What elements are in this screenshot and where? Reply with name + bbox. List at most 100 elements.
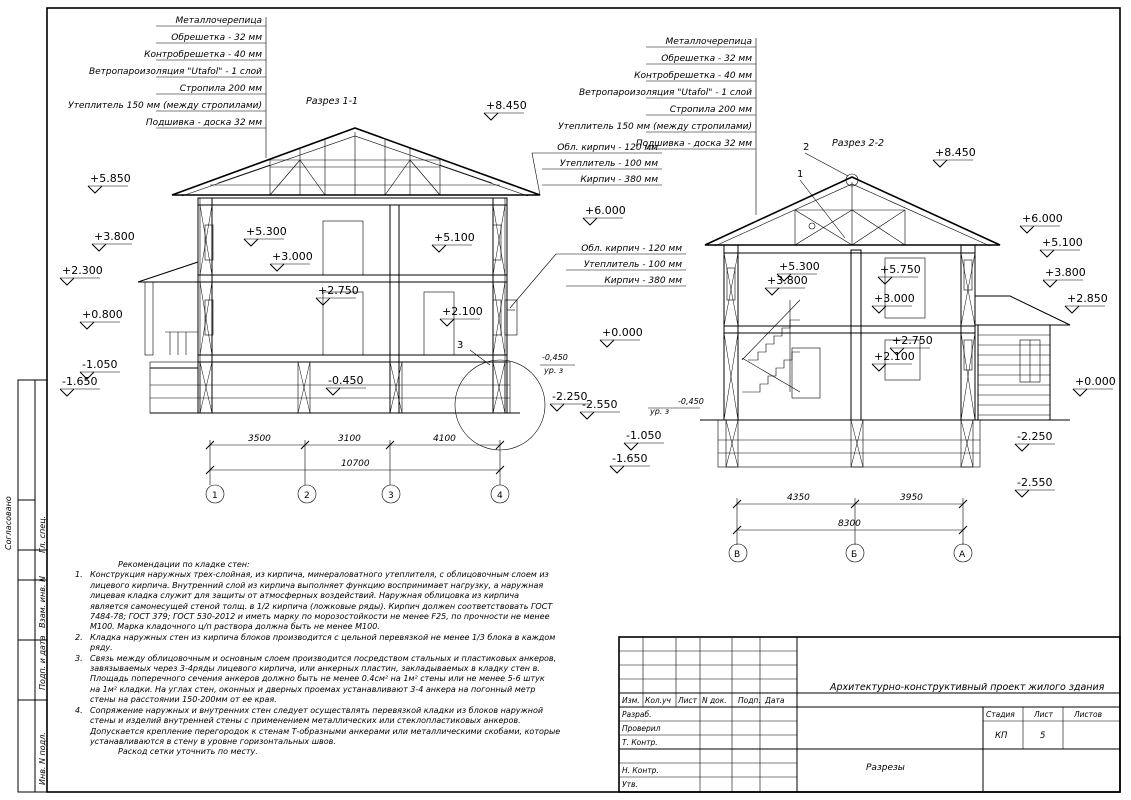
row-tkontr: Т. Контр. xyxy=(622,738,658,747)
section1-level-marks: +8.450+5.850+5.300+5.100+6.000+3.800+3.0… xyxy=(59,99,643,420)
note-number: 3. xyxy=(75,653,83,663)
layer-label: Металлочерепица xyxy=(175,16,262,26)
layer-label: Ветропароизоляция "Utafol" - 1 слой xyxy=(89,67,262,77)
level-value: +3.800 xyxy=(94,230,135,243)
section2-dim-2: 3950 xyxy=(900,493,923,503)
level-mark: +5.300 xyxy=(776,260,820,282)
sheets-header: Листов xyxy=(1073,710,1102,719)
note-line: Связь между облицовочным и основным слое… xyxy=(90,653,557,663)
level-value: -1.050 xyxy=(626,429,661,442)
side-label-chief: Гл. спец. xyxy=(38,516,47,553)
layer-label: Металлочерепица xyxy=(665,37,752,47)
level-mark: +0.000 xyxy=(1072,375,1116,397)
level-value: +5.100 xyxy=(1042,236,1083,249)
level-value: +2.100 xyxy=(442,305,483,318)
section2-dim-1: 4350 xyxy=(787,493,810,503)
wall-layer-label: Кирпич - 380 мм xyxy=(604,276,682,286)
level-mark: -2.550 xyxy=(1014,476,1055,498)
section2-level-marks: +8.450+6.000+5.100+5.300+5.750+3.800+3.8… xyxy=(609,146,1116,498)
stage-header: Стадия xyxy=(986,710,1015,719)
layer-label: Контробрешетка - 40 мм xyxy=(144,50,262,60)
level-value: +2.100 xyxy=(874,350,915,363)
note-line: Кладка наружных стен из кирпича блоков п… xyxy=(90,632,556,642)
title-block: Архитектурно-конструктивный проект жилог… xyxy=(618,636,1121,793)
layer-label: Подшивка - доска 32 мм xyxy=(636,139,752,149)
note-line: Допускается крепление перегородок к стен… xyxy=(90,726,561,736)
level-mark: +2.300 xyxy=(59,264,103,286)
level-value: +0.000 xyxy=(602,326,643,339)
col-izm: Изм. xyxy=(622,696,640,705)
section2-callout-1: 1 xyxy=(797,169,803,180)
section2-callout-2: 2 xyxy=(803,142,809,153)
level-value: +2.750 xyxy=(318,284,359,297)
level-mark: -1.050 xyxy=(623,429,664,451)
note-body: Сопряжение наружных и внутренних стен сл… xyxy=(90,706,560,748)
project-title: Архитектурно-конструктивный проект жилог… xyxy=(829,682,1105,693)
level-mark: +3.000 xyxy=(269,250,313,272)
level-mark: +8.450 xyxy=(483,99,527,121)
row-nkontr: Н. Контр. xyxy=(622,766,659,775)
notes-items: 1.Конструкция наружных трех-слойная, из … xyxy=(75,570,575,747)
section1-walls xyxy=(137,197,520,414)
row-proveril: Проверил xyxy=(622,724,661,733)
level-value: +5.300 xyxy=(779,260,820,273)
layer-label: Обрешетка - 32 мм xyxy=(171,33,262,43)
section2-title: Разрез 2-2 xyxy=(832,138,884,149)
ground-level-label: ур. з xyxy=(543,366,563,375)
section1-dim-total: 10700 xyxy=(341,459,370,469)
col-kol: Кол.уч xyxy=(645,696,672,705)
axis-v: В xyxy=(734,550,740,560)
stage-value: КП xyxy=(995,731,1008,741)
note-line: М100. Марка кладочного ц/п раствора долж… xyxy=(90,622,380,632)
note-number: 1. xyxy=(75,570,83,580)
note-line: лицевого кирпича. Внутренний слой из кир… xyxy=(90,580,544,590)
section2-axes: В Б А xyxy=(728,543,973,563)
level-value: -1.650 xyxy=(612,452,647,465)
note-item: 1.Конструкция наружных трех-слойная, из … xyxy=(75,570,575,632)
level-mark: +5.100 xyxy=(1039,236,1083,258)
side-stamp: Согласовано Гл. спец. Взам. инв. N Подп.… xyxy=(4,379,48,793)
level-mark: +6.000 xyxy=(582,204,626,226)
level-mark: -2.550 xyxy=(579,398,620,420)
axis-1: 1 xyxy=(212,491,218,501)
col-sign: Подп. xyxy=(738,696,761,705)
section2-dimensions: 4350 3950 8300 xyxy=(732,493,968,545)
level-value: -2.550 xyxy=(1017,476,1052,489)
level-mark: +0.800 xyxy=(79,308,123,330)
level-value: +5.100 xyxy=(434,231,475,244)
wall-layer-label: Утеплитель - 100 мм xyxy=(584,260,682,270)
note-item: 4. Сопряжение наружных и внутренних стен… xyxy=(75,706,575,748)
axis-a: А xyxy=(959,550,966,560)
level-mark: +2.100 xyxy=(871,350,915,372)
level-value: -0.450 xyxy=(328,374,363,387)
layer-label: Утеплитель 150 мм (между стропилами) xyxy=(68,101,262,111)
level-value: +5.750 xyxy=(880,263,921,276)
sheet-title: Разрезы xyxy=(866,763,905,773)
level-mark: +5.750 xyxy=(877,263,921,285)
level-value: +0.000 xyxy=(1075,375,1116,388)
level-mark: +0.000 xyxy=(599,326,643,348)
layer-label: Утеплитель 150 мм (между стропилами) xyxy=(558,122,752,132)
level-value: +2.750 xyxy=(892,334,933,347)
ground-level-label: ур. з xyxy=(649,407,669,416)
level-mark: +2.100 xyxy=(439,305,483,327)
level-mark: +2.750 xyxy=(889,334,933,356)
ground-level-value: -0,450 xyxy=(542,353,568,362)
note-item: 2.Кладка наружных стен из кирпича блоков… xyxy=(75,633,575,654)
level-mark: +2.750 xyxy=(315,284,359,306)
note-item: 3. Связь между облицовочным и основным сл… xyxy=(75,654,575,706)
row-razrab: Разраб. xyxy=(622,710,651,719)
section1-detail-circle xyxy=(454,359,546,451)
level-value: -1.050 xyxy=(82,358,117,371)
note-line: на 1м² кладки. На углах стен, оконных и … xyxy=(90,684,536,694)
section1-title: Разрез 1-1 xyxy=(306,96,358,107)
layer-label: Подшивка - доска 32 мм xyxy=(146,118,262,128)
level-value: +6.000 xyxy=(1022,212,1063,225)
level-value: +6.000 xyxy=(585,204,626,217)
level-value: -2.250 xyxy=(552,390,587,403)
level-value: -1.650 xyxy=(62,375,97,388)
level-mark: -2.250 xyxy=(549,390,590,412)
level-value: +8.450 xyxy=(935,146,976,159)
level-value: +3.000 xyxy=(874,292,915,305)
